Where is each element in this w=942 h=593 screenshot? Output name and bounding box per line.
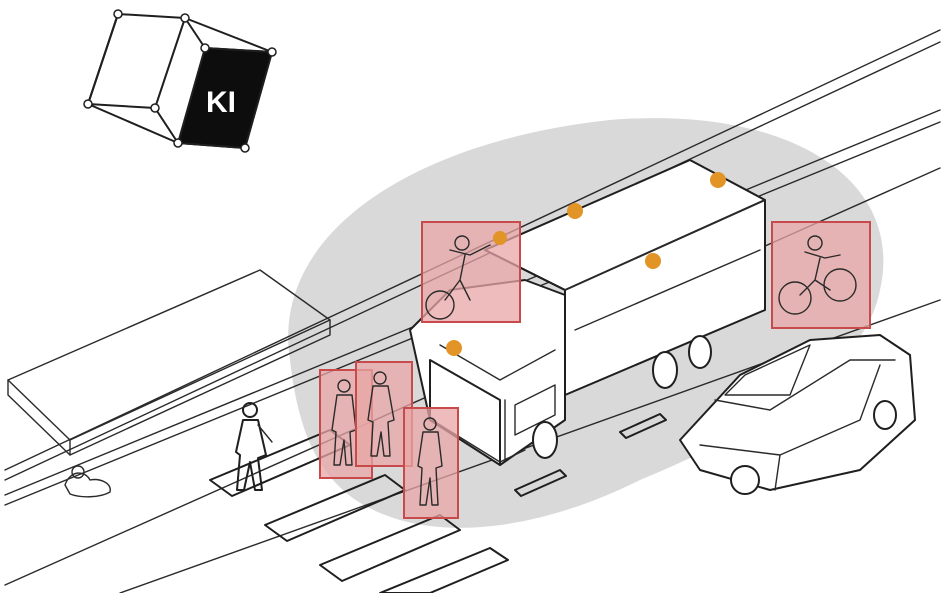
ai-cube-icon: KI xyxy=(84,10,276,152)
sensor-dot xyxy=(645,253,661,269)
pedestrian-walking xyxy=(236,403,272,490)
ki-label: KI xyxy=(206,86,236,119)
detected-pedestrian-3 xyxy=(404,408,458,518)
detected-cyclist-right xyxy=(772,222,870,328)
sensor-dot xyxy=(567,203,583,219)
sensor-dot xyxy=(710,172,726,188)
sensor-dot xyxy=(446,340,462,356)
sensor-dot xyxy=(493,231,507,245)
